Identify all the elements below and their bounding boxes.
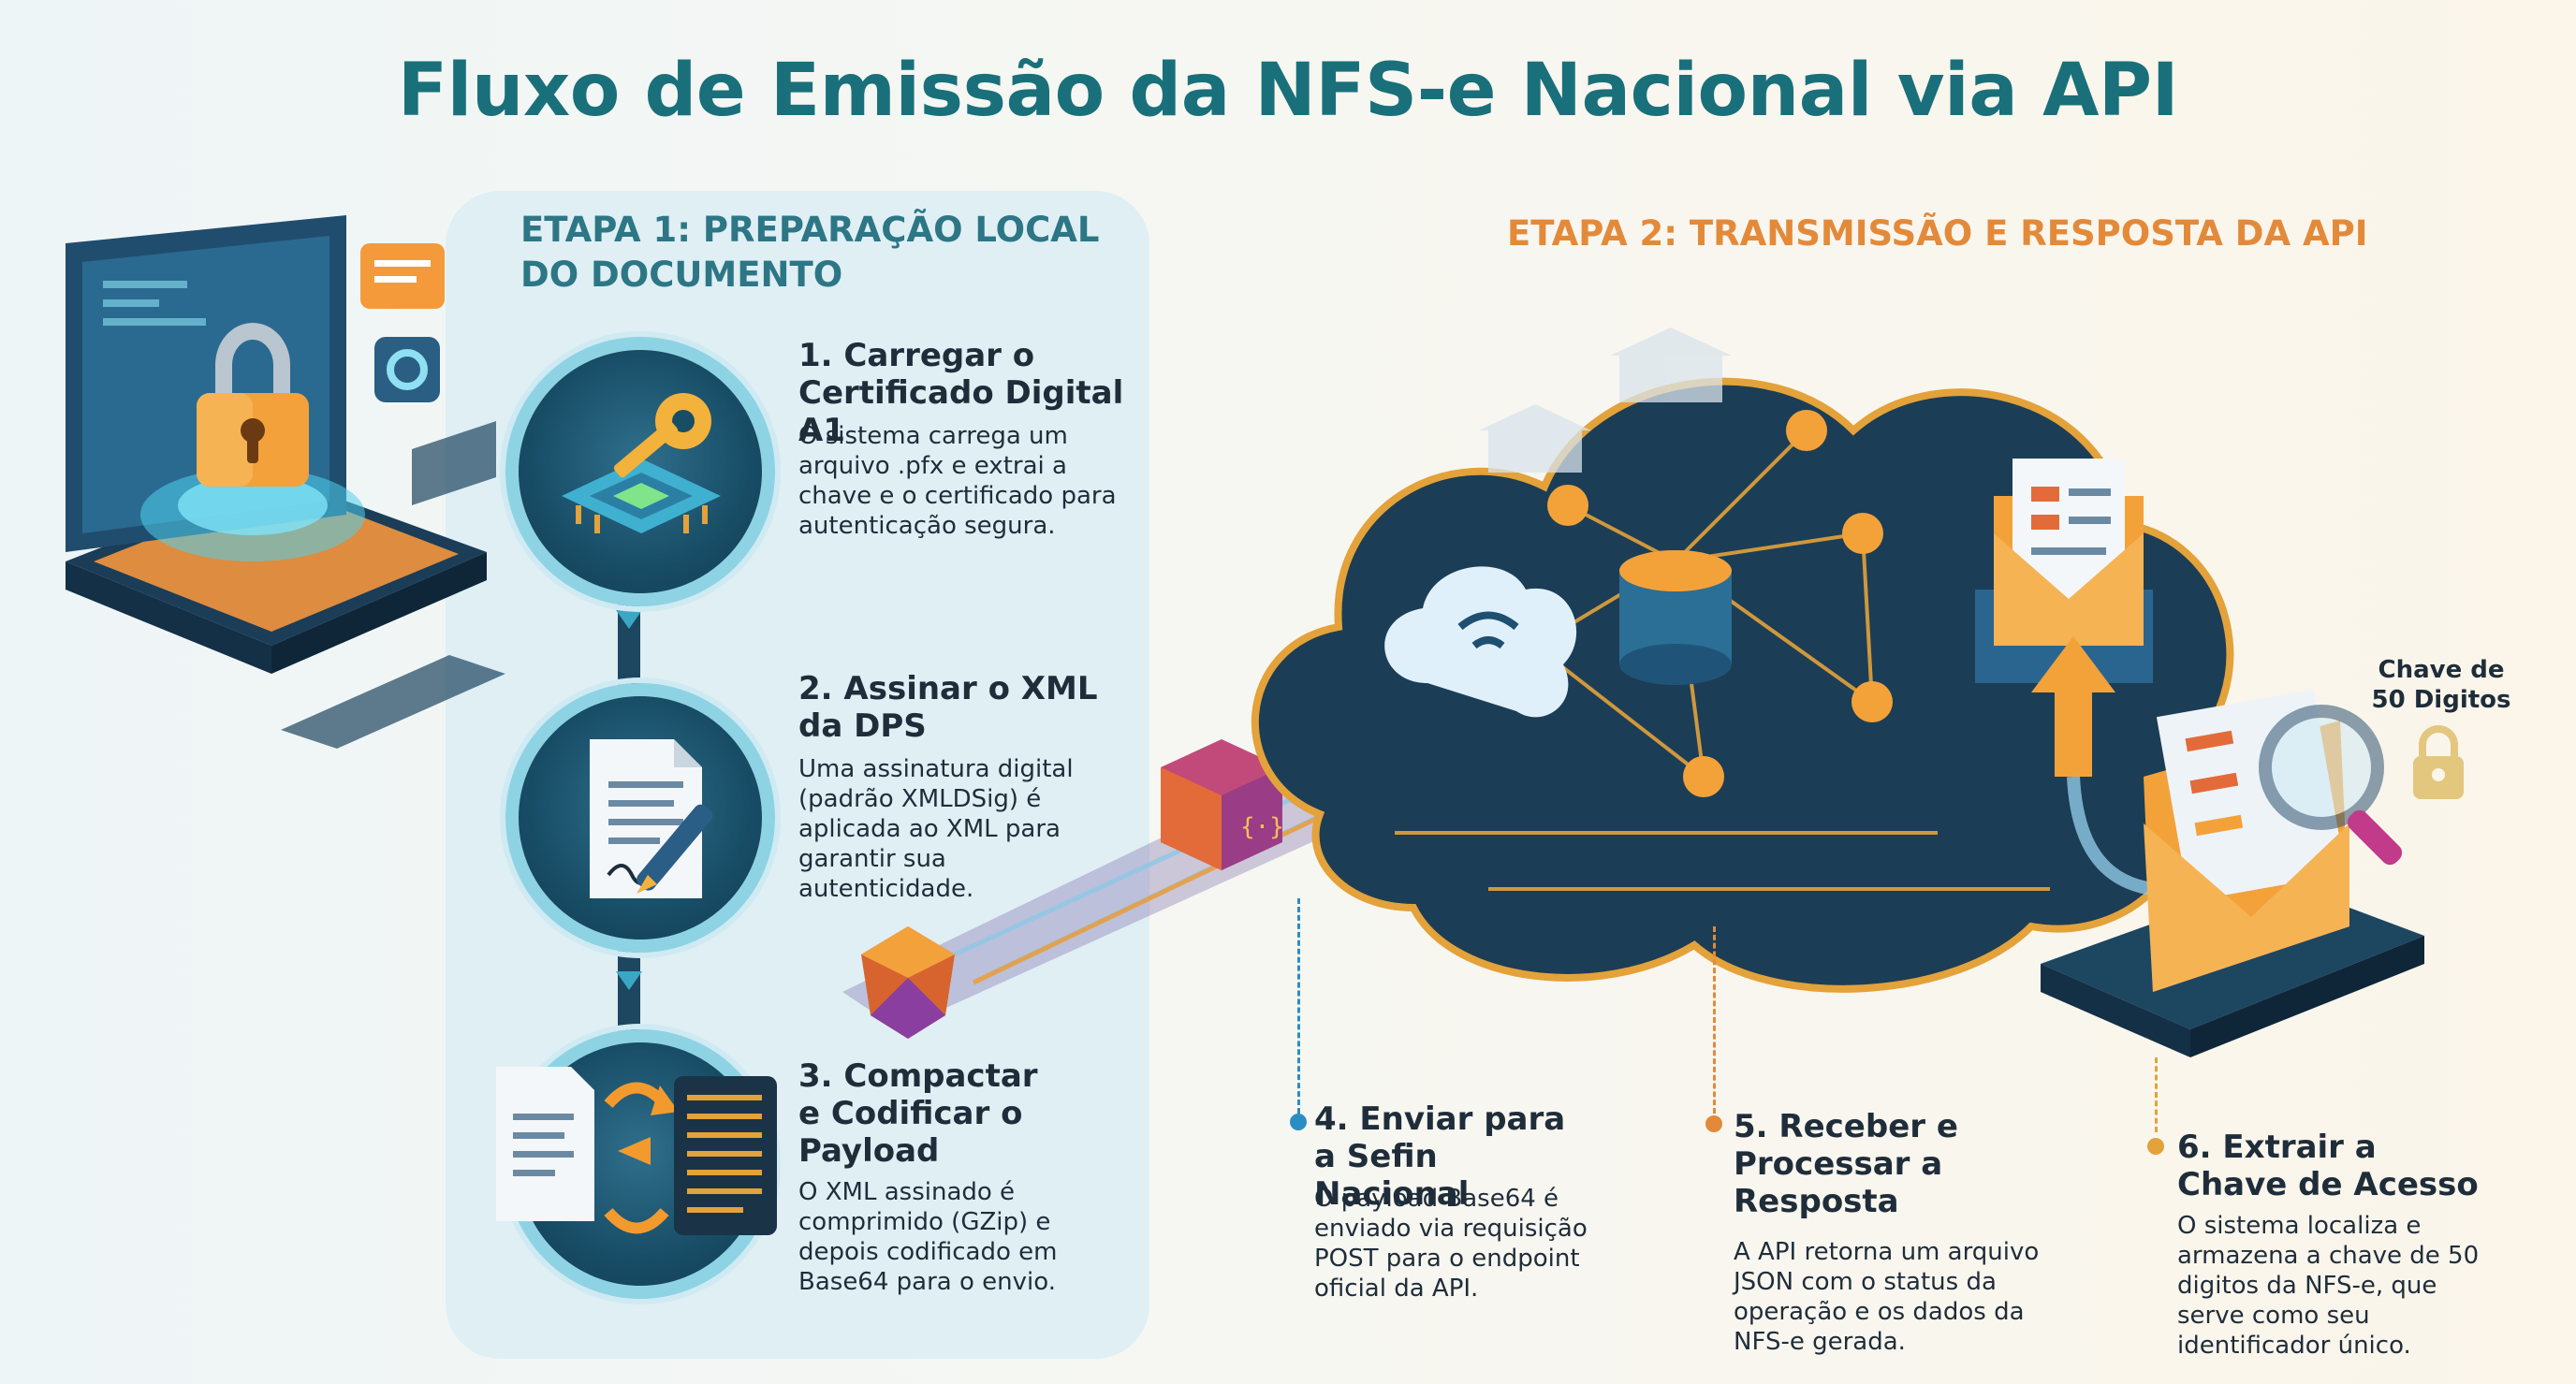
cloud-network-icon (1251, 328, 2234, 993)
step5-connector (1713, 926, 1716, 1114)
step5-dot (1705, 1115, 1722, 1132)
step6-title: 6. Extrair a Chave de Acesso (2177, 1129, 2479, 1203)
step6-desc: O sistema localiza e armazena a chave de… (2177, 1212, 2480, 1360)
step1-desc: O sistema carrega um arquivo .pfx e extr… (798, 422, 1117, 540)
document-pen-icon (590, 739, 713, 898)
gem-icon (861, 926, 955, 1039)
arrow-down-icon (616, 971, 642, 990)
step4-title: 4. Enviar para a Sefin Nacional (1314, 1100, 1566, 1213)
laptop-lock-icon (66, 215, 487, 674)
step2-title: 2. Assinar o XML da DPS (798, 670, 1098, 745)
key-caption: Chave de 50 Digitos (2371, 656, 2511, 714)
step4-desc: O payload Base64 é enviado via requisiçã… (1314, 1185, 1588, 1303)
step4-dot (1290, 1114, 1307, 1130)
step1-title: 1. Carregar o Certificado Digital A1 (798, 337, 1124, 449)
arrow-down-icon (616, 610, 642, 629)
step6-connector (2155, 1057, 2158, 1132)
stage2-heading: ETAPA 2: TRANSMISSÃO E RESPOSTA DA API (1507, 213, 2368, 254)
step5-desc: A API retorna um arquivo JSON com o stat… (1734, 1238, 2040, 1356)
code-cube-icon: {·} (1161, 739, 1284, 870)
page-title: Fluxo de Emissão da NFS-e Nacional via A… (397, 49, 2179, 133)
step5-title: 5. Receber e Processar a Resposta (1734, 1108, 1958, 1220)
magnifier-icon (2259, 705, 2403, 866)
step2-desc: Uma assinatura digital (padrão XMLDSig) … (798, 755, 1074, 903)
stage1-heading: ETAPA 1: PREPARAÇÃO LOCAL DO DOCUMENTO (520, 210, 1100, 295)
compress-encode-icon (496, 1067, 777, 1235)
laptop-connector (281, 421, 505, 749)
key-chip-icon (562, 393, 721, 533)
step3-desc: O XML assinado é comprimido (GZip) e dep… (798, 1178, 1058, 1296)
step6-dot (2147, 1138, 2164, 1155)
step3-title: 3. Compactar e Codificar o Payload (798, 1057, 1038, 1170)
padlock-icon (2413, 725, 2464, 799)
step4-connector (1297, 898, 1300, 1114)
svg-text:{·}: {·} (1240, 813, 1284, 841)
